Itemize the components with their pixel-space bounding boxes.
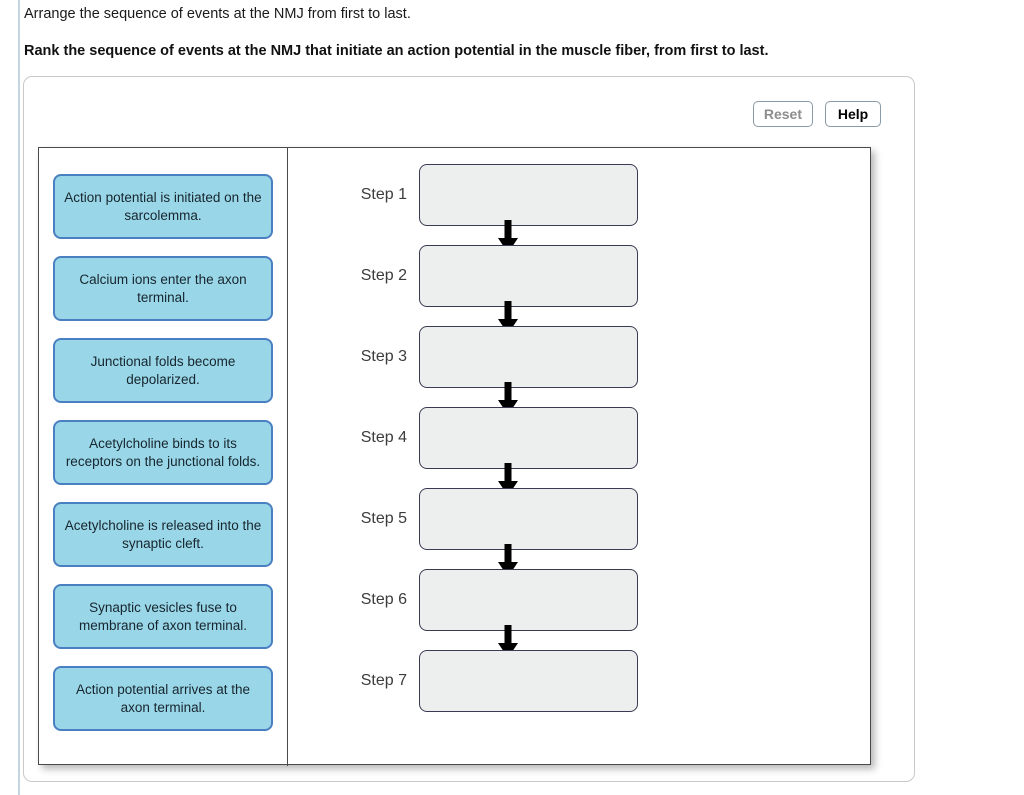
step-dropzone[interactable] xyxy=(419,569,638,631)
step-dropzone[interactable] xyxy=(419,164,638,226)
item-bank: Action potential is initiated on the sar… xyxy=(53,174,273,748)
bank-item[interactable]: Acetylcholine binds to its receptors on … xyxy=(53,420,273,485)
step-label: Step 7 xyxy=(360,672,407,689)
reset-button[interactable]: Reset xyxy=(752,101,813,127)
steps-column: Step 1 Step 2 Step 3 Step 4 Step 5 Step 6 Step… xyxy=(287,164,872,764)
step-dropzone[interactable] xyxy=(419,326,638,388)
bank-item[interactable]: Synaptic vesicles fuse to membrane of ax… xyxy=(53,584,273,649)
bank-item[interactable]: Acetylcholine is released into the synap… xyxy=(53,502,273,567)
ranking-workspace: Action potential is initiated on the sar… xyxy=(38,147,872,766)
step-label: Step 1 xyxy=(360,186,407,203)
step-row: Step 4 xyxy=(287,407,872,469)
bank-item[interactable]: Action potential arrives at the axon ter… xyxy=(53,666,273,731)
step-row: Step 6 xyxy=(287,569,872,631)
bank-item[interactable]: Calcium ions enter the axon terminal. xyxy=(53,256,273,321)
bank-item[interactable]: Action potential is initiated on the sar… xyxy=(53,174,273,239)
column-divider xyxy=(287,148,288,766)
exercise-card: Reset Help Action potential is initiated… xyxy=(23,76,915,782)
step-row: Step 5 xyxy=(287,488,872,550)
arrow-down-icon xyxy=(287,382,567,416)
toolbar: Reset Help xyxy=(752,101,881,127)
step-dropzone[interactable] xyxy=(419,650,638,712)
bank-item[interactable]: Junctional folds become depolarized. xyxy=(53,338,273,403)
step-dropzone[interactable] xyxy=(419,488,638,550)
step-label: Step 2 xyxy=(360,267,407,284)
step-label: Step 5 xyxy=(360,510,407,527)
step-row: Step 3 xyxy=(287,326,872,388)
step-row: Step 7 xyxy=(287,650,872,712)
step-label: Step 4 xyxy=(360,429,407,446)
arrow-down-icon xyxy=(287,544,567,578)
step-label: Step 3 xyxy=(360,348,407,365)
step-dropzone[interactable] xyxy=(419,407,638,469)
prompt-question: Rank the sequence of events at the NMJ t… xyxy=(24,43,769,59)
prompt-instruction: Arrange the sequence of events at the NM… xyxy=(24,6,411,22)
arrow-down-icon xyxy=(287,301,567,335)
arrow-down-icon xyxy=(287,463,567,497)
step-row: Step 2 xyxy=(287,245,872,307)
step-dropzone[interactable] xyxy=(419,245,638,307)
step-row: Step 1 xyxy=(287,164,872,226)
left-edge-rail xyxy=(18,0,20,795)
arrow-down-icon xyxy=(287,220,567,254)
step-label: Step 6 xyxy=(360,591,407,608)
arrow-down-icon xyxy=(287,625,567,659)
help-button[interactable]: Help xyxy=(825,101,881,127)
